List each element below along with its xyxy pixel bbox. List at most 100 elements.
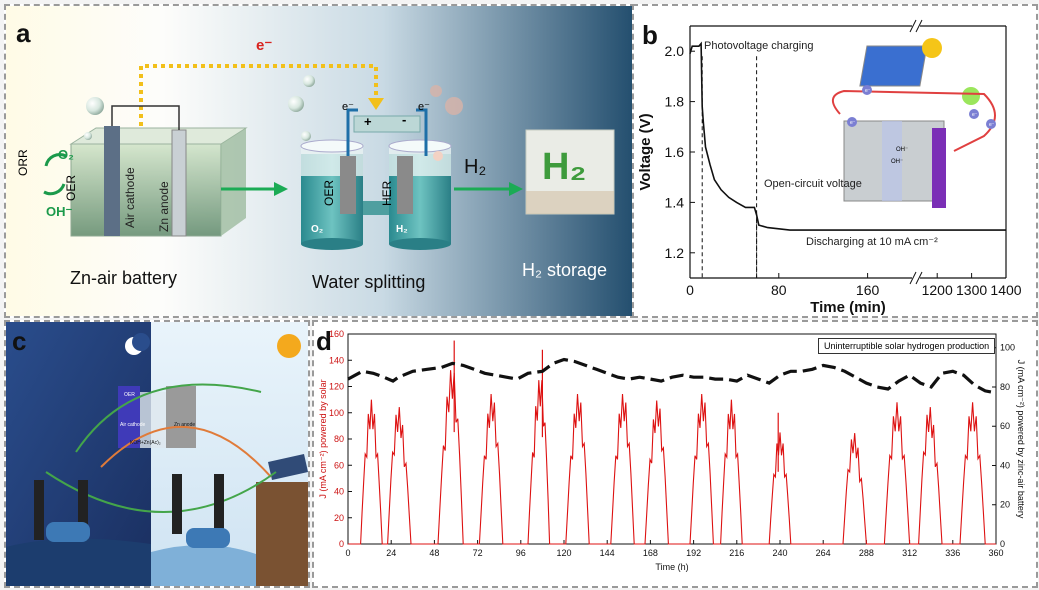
sun-icon	[277, 334, 301, 358]
solar-current-line	[348, 370, 996, 545]
electrode-o2	[172, 474, 182, 534]
h2-storage-caption: H₂ storage	[522, 260, 608, 280]
panel-a-letter: a	[16, 18, 31, 48]
solar-panel-icon	[859, 45, 928, 87]
voltage-line	[689, 41, 1006, 231]
legend-label: Uninterruptible solar hydrogen productio…	[824, 341, 990, 351]
air-cathode-block	[118, 386, 140, 448]
x-tick-label: 144	[600, 548, 615, 558]
x-tick-label: 288	[859, 548, 874, 558]
y-right-axis-label: J (mA cm⁻²) powered by zinc-air battery	[1016, 360, 1026, 519]
light-bulb-icon	[962, 87, 980, 105]
panel-b-letter: b	[642, 20, 658, 50]
axis-break-icon	[909, 271, 917, 285]
inset-oh-2: OH⁻	[891, 159, 903, 165]
panel-d-letter: d	[316, 326, 332, 356]
electron-arrow-icon	[368, 98, 384, 110]
y-tick-label: 120	[329, 382, 344, 392]
bubble	[301, 131, 311, 141]
electrode-o2	[34, 480, 44, 540]
x-tick-label: 240	[772, 548, 787, 558]
inset-e-3: e⁻	[972, 112, 978, 118]
panel-c: c OER Air cathode KOH+Zn(Ac)₂ Zn anode	[4, 320, 310, 588]
x-tick-label: 216	[729, 548, 744, 558]
x-tick-label: 0	[345, 548, 350, 558]
y-tick-label: 160	[329, 329, 344, 339]
water-splitting-caption: Water splitting	[312, 272, 426, 292]
axis-break-icon	[915, 271, 923, 285]
chart-legend: Uninterruptible solar hydrogen productio…	[818, 338, 996, 354]
her-electrode-label: HER	[380, 180, 394, 206]
y-tick-label: 100	[329, 408, 344, 418]
panel-c-air-cathode-label: Air cathode	[120, 422, 146, 428]
electron-right-label: e⁻	[418, 101, 430, 113]
bubble	[433, 151, 443, 161]
bubble	[303, 75, 315, 87]
inset-e-1: e⁻	[850, 120, 856, 126]
air-cathode-label: Air cathode	[123, 167, 137, 228]
x-axis-label: Time (h)	[655, 562, 688, 572]
x-tick-label: 264	[816, 548, 831, 558]
electron-icon	[847, 117, 857, 127]
y-axis-label: J (mA cm⁻²) powered by solar	[318, 379, 328, 498]
y-tick-label: 1.2	[665, 245, 685, 261]
y-right-tick-label: 20	[1000, 500, 1010, 510]
solar-panel-icon	[268, 454, 308, 480]
h2-arrow-label: H₂	[464, 156, 487, 178]
zn-air-battery-caption: Zn-air battery	[70, 268, 178, 288]
electrolyzer	[300, 108, 452, 250]
zn-anode-label: Zn anode	[157, 181, 171, 232]
x-tick-label: 72	[473, 548, 483, 558]
y-tick-label: 1.4	[665, 194, 685, 210]
x-axis-label: Time (min)	[810, 299, 886, 316]
y-tick-label: 60	[334, 460, 344, 470]
bubble	[430, 85, 442, 97]
electron-wire	[139, 64, 378, 126]
y-tick-label: 2.0	[665, 43, 685, 59]
annotation-open-circuit: Open-circuit voltage	[764, 178, 862, 190]
zn-anode-electrode	[171, 129, 187, 237]
cycle-arrow-icon	[44, 153, 67, 167]
h2-cylinder-label: H₂	[396, 224, 408, 235]
panel-c-letter: c	[12, 326, 27, 356]
tube-icon	[46, 522, 90, 542]
inset-illustration	[832, 38, 996, 208]
y-tick-label: 0	[339, 539, 344, 549]
y-right-tick-label: 60	[1000, 421, 1010, 431]
axis-break-icon	[915, 19, 923, 33]
oer-electrode	[340, 156, 356, 214]
x-tick-label: 24	[386, 548, 396, 558]
panel-c-electrolyte-label: KOH+Zn(Ac)₂	[130, 440, 161, 446]
bubble	[445, 97, 463, 115]
electrode-h2	[78, 480, 88, 540]
bubble	[84, 132, 92, 140]
electron-icon	[969, 109, 979, 119]
y-tick-label: 80	[334, 434, 344, 444]
inset-e-2: e⁻	[865, 88, 871, 94]
oh-label: OH⁻	[46, 204, 73, 219]
plus-sign: +	[364, 114, 372, 129]
y-right-tick-label: 0	[1000, 539, 1005, 549]
tube-icon	[186, 528, 230, 548]
inset-oh-1: OH⁻	[896, 147, 908, 153]
x-tick-label: 168	[643, 548, 658, 558]
panel-a: a e⁻ ORR OER O₂ OH⁻ Air cathode Zn anode…	[4, 4, 636, 318]
oer-label: OER	[64, 174, 78, 201]
cycle-arrow-icon	[43, 183, 66, 196]
x-tick-label: 160	[856, 282, 880, 298]
x-tick-label: 0	[686, 282, 694, 298]
air-cathode-electrode	[104, 126, 120, 236]
zn-anode-block	[166, 386, 196, 448]
x-tick-label: 120	[556, 548, 571, 558]
y-tick-label: 40	[334, 487, 344, 497]
y-tick-label: 1.8	[665, 94, 685, 110]
y-axis-label: Voltage (V)	[637, 113, 654, 190]
x-tick-label: 360	[988, 548, 1003, 558]
y-right-tick-label: 100	[1000, 343, 1015, 353]
oer-electrode-label: OER	[322, 179, 336, 206]
electron-icon	[862, 85, 872, 95]
minus-sign: -	[402, 112, 407, 127]
